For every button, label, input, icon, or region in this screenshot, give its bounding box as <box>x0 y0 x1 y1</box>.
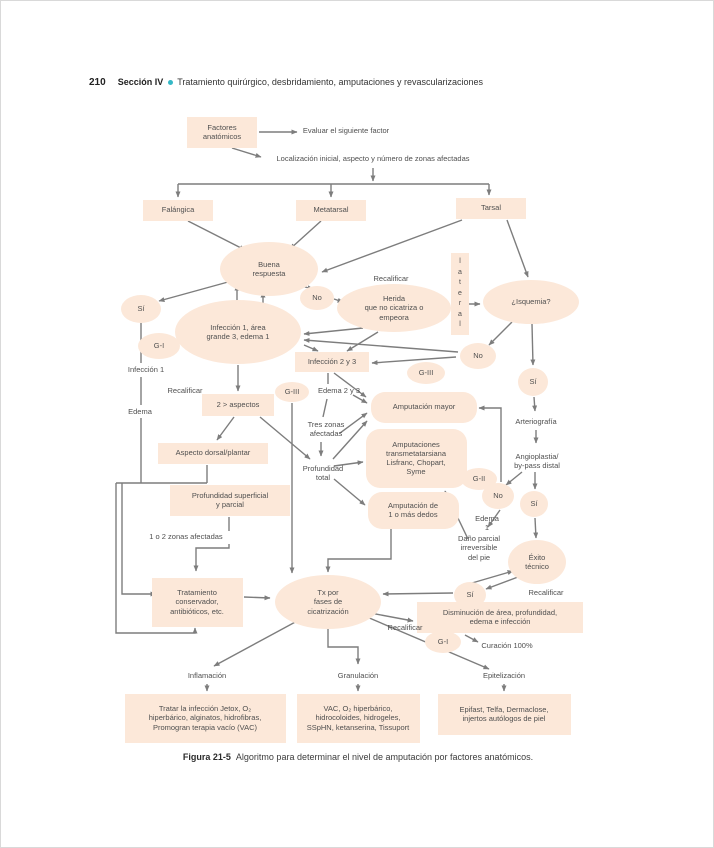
node-no-3: No <box>482 483 514 509</box>
node-recalificar-herida: Recalificar <box>373 274 409 284</box>
flowchart-edge <box>289 220 322 250</box>
node-lateral: l a t e r a l <box>451 253 469 335</box>
node-recalificar-2: Recalificar <box>528 588 564 598</box>
node-metatarsal: Metatarsal <box>296 199 366 221</box>
node-dano-parcial: Daño parcial irreversible del pie <box>457 534 501 562</box>
flowchart-edge <box>213 619 300 667</box>
flowchart-edge <box>471 570 514 584</box>
node-arteriografia: Arteriografía <box>515 417 557 427</box>
node-herida-no-cicatriza: Herida que no cicatriza o empeora <box>337 284 451 332</box>
node-si-1: Sí <box>121 295 161 323</box>
section-bullet-icon <box>168 79 174 85</box>
node-disminucion: Disminución de área, profundidad, edema … <box>417 601 583 633</box>
node-tratamiento-conservador: Tratamiento conservador, antibióticos, e… <box>151 577 243 627</box>
figure-caption: Figura 21-5 Algoritmo para determinar el … <box>1 752 713 762</box>
node-vac-box: VAC, O₂ hiperbárico, hidrocoloides, hidr… <box>296 693 420 743</box>
node-buena-respuesta: Buena respuesta <box>220 242 318 296</box>
flowchart-edge <box>193 544 230 572</box>
flowchart-edge <box>303 337 459 353</box>
flowchart-edge <box>346 331 379 352</box>
node-aspecto-dorsal-plantar: Aspecto dorsal/plantar <box>158 442 268 464</box>
node-dos-aspectos: 2 > aspectos <box>202 394 274 416</box>
node-tarsal: Tarsal <box>456 197 526 219</box>
node-tres-zonas: Tres zonas afectadas <box>307 419 345 438</box>
node-amputaciones-transmetatarsiana: Amputaciones transmetatarsiana Lisfranc,… <box>365 428 467 488</box>
node-angioplastia: Angioplastia/ by-pass distal <box>514 451 560 470</box>
flowchart-edge <box>371 356 457 366</box>
flowchart-edge <box>382 591 454 597</box>
node-epifast-box: Epifast, Telfa, Dermaclose, injertos aut… <box>437 693 571 735</box>
flowchart-edge <box>325 529 392 573</box>
page-header: 210 Sección IV Tratamiento quirúrgico, des… <box>89 77 483 88</box>
node-localizacion-inicial: Localización inicial, aspecto y número d… <box>276 154 470 164</box>
figure-label: Figura 21-5 <box>182 752 231 762</box>
node-g3-a: G-III <box>275 382 309 402</box>
page-number: 210 <box>89 77 106 88</box>
node-zonas-1-2: 1 o 2 zonas afectadas <box>149 532 223 542</box>
flowchart-edge <box>216 416 235 441</box>
flowchart-edge <box>505 471 523 486</box>
node-no-2: No <box>460 343 496 369</box>
node-amputacion-dedos: Amputación de 1 o más dedos <box>367 491 459 529</box>
node-evaluar-siguiente-factor: Evaluar el siguiente factor <box>302 126 390 136</box>
flowchart-edge <box>530 323 536 366</box>
node-recalificar-1: Recalificar <box>167 386 203 396</box>
flowchart-edge <box>488 321 513 346</box>
node-g1-a: G-I <box>138 333 180 359</box>
flowchart-edge <box>187 220 246 251</box>
flowchart-edge <box>532 396 538 412</box>
node-tx-fases: Tx por fases de cicatrización <box>275 575 381 629</box>
node-infeccion-1-label: Infección 1 <box>127 365 165 375</box>
flowchart-edge <box>243 595 271 601</box>
node-isquemia: ¿Isquemia? <box>483 280 579 324</box>
node-recalificar-3: Recalificar <box>387 623 423 633</box>
node-edema-label: Edema <box>128 407 152 417</box>
flowchart-edge <box>506 219 529 278</box>
node-g3-b: G-III <box>407 362 445 384</box>
node-no-1: No <box>300 286 334 310</box>
node-profundidad-superficial: Profundidad superficial y parcial <box>170 484 290 516</box>
node-granulacion: Granulación <box>337 671 379 681</box>
node-profundidad-total: Profundidad total <box>302 463 344 482</box>
node-si-2: Sí <box>518 368 548 396</box>
flowchart-edge <box>533 517 539 539</box>
node-g1-b: G-I <box>425 631 461 653</box>
flowchart-edge <box>485 576 519 590</box>
flowchart-edge <box>322 398 328 418</box>
node-falangica: Falángica <box>143 199 213 221</box>
node-epitelizacion: Epitelización <box>482 671 526 681</box>
node-si-3: Sí <box>520 491 548 517</box>
flowchart-edge <box>321 219 463 273</box>
flowchart-edge <box>327 629 361 665</box>
node-factores-anatomicos: Factores anatómicos <box>187 116 257 148</box>
flowchart-edge <box>303 344 319 352</box>
section-label: Sección IV <box>117 77 164 87</box>
node-inflamacion: Inflamación <box>187 671 227 681</box>
caption-text: Algoritmo para determinar el nivel de am… <box>235 752 534 762</box>
node-exito-tecnico: Éxito técnico <box>508 540 566 584</box>
node-tratar-infeccion-box: Tratar la infección Jetox, O₂ hiperbáric… <box>124 693 286 743</box>
flowchart-edge <box>303 327 364 336</box>
node-infeccion-1-area: Infección 1, área grande 3, edema 1 <box>175 300 301 364</box>
node-amputacion-mayor: Amputación mayor <box>371 391 477 423</box>
node-infeccion-2-3: Infección 2 y 3 <box>295 352 369 372</box>
node-edema-1: Edema 1 <box>475 513 499 532</box>
flowchart-edge <box>158 281 229 302</box>
node-curacion-100: Curación 100% <box>481 641 533 651</box>
header-title: Tratamiento quirúrgico, desbridamiento, … <box>177 77 484 87</box>
node-edema-2-3: Edema 2 y 3 <box>317 386 361 396</box>
